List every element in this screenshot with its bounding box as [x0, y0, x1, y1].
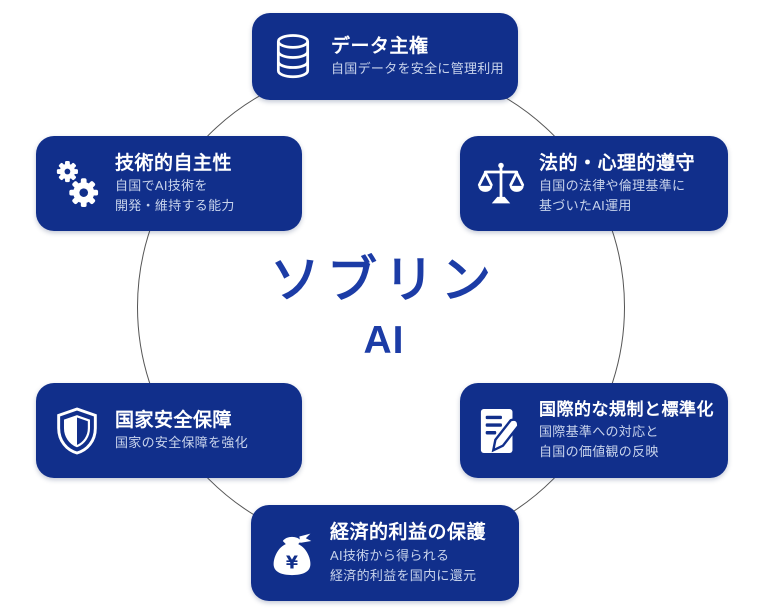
- box-subtitle-line: AI技術から得られる: [330, 547, 450, 563]
- box-title: 法的・心理的遵守: [539, 152, 696, 174]
- box-subtitle-line: 開発・維持する能力: [115, 198, 235, 214]
- svg-text:¥: ¥: [286, 554, 298, 574]
- shield-icon: [52, 406, 102, 455]
- database-icon: [268, 32, 318, 82]
- center-title-line2: AI: [363, 319, 405, 362]
- box-subtitle-line: 国際基準への対応と: [539, 423, 659, 439]
- scales-icon: [476, 160, 526, 208]
- money-bag-icon: ¥: [267, 529, 317, 577]
- box-title: 国家安全保障: [115, 409, 233, 431]
- box-subtitle-line: 自国でAI技術を: [115, 178, 208, 194]
- box-technical-autonomy: 技術的自主性 自国でAI技術を 開発・維持する能力: [36, 136, 302, 231]
- box-economic-protection: ¥ 経済的利益の保護 AI技術から得られる 経済的利益を国内に還元: [251, 505, 519, 601]
- document-pen-icon: [476, 406, 526, 456]
- box-title: データ主権: [331, 35, 429, 57]
- box-subtitle-line: 自国データを安全に管理利用: [331, 61, 504, 77]
- box-title: 経済的利益の保護: [330, 522, 487, 544]
- box-title: 技術的自主性: [115, 152, 233, 174]
- box-subtitle-line: 国家の安全保障を強化: [115, 435, 249, 451]
- gears-icon: [52, 159, 102, 209]
- center-title: ソブリン AI: [0, 250, 768, 365]
- box-title: 国際的な規制と標準化: [539, 399, 714, 419]
- box-subtitle-line: 自国の法律や倫理基準に: [539, 178, 686, 194]
- box-subtitle-line: 基づいたAI運用: [539, 198, 632, 214]
- center-title-line1: ソブリン: [270, 252, 498, 308]
- box-subtitle-line: 自国の価値観の反映: [539, 443, 659, 459]
- box-data-sovereignty: データ主権 自国データを安全に管理利用: [252, 13, 518, 100]
- box-subtitle-line: 経済的利益を国内に還元: [330, 567, 477, 583]
- box-national-security: 国家安全保障 国家の安全保障を強化: [36, 383, 302, 478]
- box-legal-compliance: 法的・心理的遵守 自国の法律や倫理基準に 基づいたAI運用: [460, 136, 728, 231]
- box-international-regulation: 国際的な規制と標準化 国際基準への対応と 自国の価値観の反映: [460, 383, 728, 478]
